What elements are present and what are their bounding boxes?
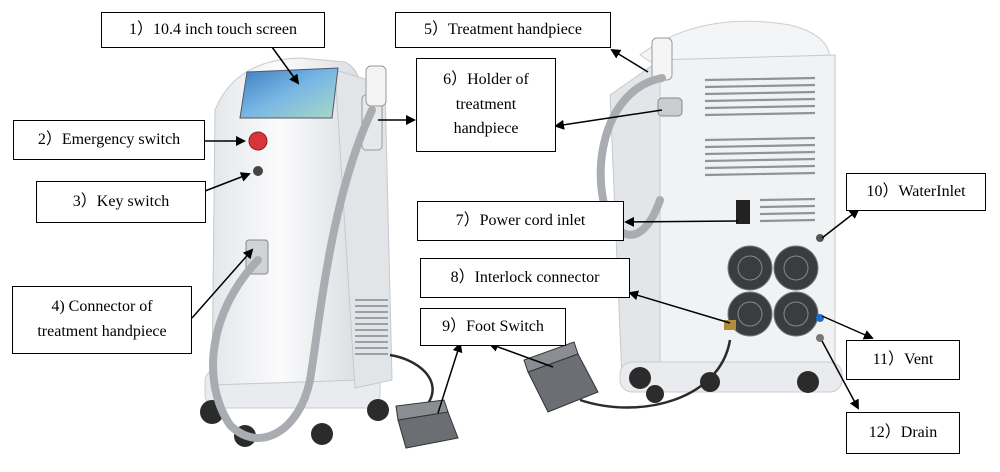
callout-interlock-connector-text: 8）Interlock connector <box>450 268 600 286</box>
power-inlet <box>736 200 750 224</box>
front-foot-pedal <box>395 399 459 449</box>
callout-connector-line2: treatment handpiece <box>37 323 167 340</box>
leader-power-cord <box>624 216 739 227</box>
leader-connector <box>191 248 254 319</box>
callout-key-switch-text: 3）Key switch <box>72 192 170 210</box>
back-fans <box>727 245 819 337</box>
callout-holder-line3: handpiece <box>453 120 519 138</box>
callout-water-inlet: 10）WaterInlet <box>846 173 986 211</box>
back-wheel-1 <box>629 367 651 389</box>
back-upper-grille <box>704 76 816 223</box>
callout-holder-line1: 6）Holder of <box>443 70 529 88</box>
back-machine <box>523 20 843 413</box>
callout-interlock-connector: 8）Interlock connector <box>420 258 630 298</box>
water-inlet-port <box>816 234 824 242</box>
callout-touch-screen: 1）10.4 inch touch screen <box>101 12 325 48</box>
key-switch-knob <box>253 166 263 176</box>
emergency-button <box>248 131 268 151</box>
leader-vent <box>821 315 874 340</box>
callout-connector-line1: 4) Connector of <box>51 298 153 316</box>
leader-lines <box>191 46 874 414</box>
callout-power-cord-inlet-text: 7）Power cord inlet <box>455 211 586 229</box>
back-handpiece <box>651 37 673 81</box>
leader-drain <box>821 340 859 410</box>
leader-foot-switch-back <box>488 342 554 368</box>
front-grille <box>355 299 388 355</box>
callout-treatment-handpiece: 5）Treatment handpiece <box>395 12 611 48</box>
callout-key-switch: 3）Key switch <box>36 181 206 223</box>
callout-drain-text: 12）Drain <box>868 423 938 441</box>
callout-emergency-switch-text: 2）Emergency switch <box>37 130 181 148</box>
back-wheel-3 <box>797 371 819 393</box>
vent-port <box>816 314 824 322</box>
callout-treatment-handpiece-text: 5）Treatment handpiece <box>423 20 583 38</box>
front-handpiece-cable <box>209 106 376 442</box>
front-wheel-right <box>367 399 389 421</box>
foot-switch-cable-back <box>579 339 732 409</box>
callout-emergency-switch: 2）Emergency switch <box>13 120 205 160</box>
callout-foot-switch-text: 9）Foot Switch <box>442 317 544 335</box>
callout-vent-text: 11）Vent <box>872 350 934 368</box>
leader-treatment-handpiece <box>610 48 649 73</box>
leader-touch-screen <box>271 46 300 85</box>
callout-vent: 11）Vent <box>846 340 960 380</box>
front-machine <box>200 57 459 449</box>
back-wheel-2 <box>700 372 720 392</box>
callout-water-inlet-text: 10）WaterInlet <box>866 182 966 200</box>
front-handpiece <box>365 65 387 107</box>
leader-foot-switch-front <box>437 342 463 414</box>
back-foot-pedal <box>523 341 599 413</box>
callout-touch-screen-text: 1）10.4 inch touch screen <box>129 20 297 38</box>
callout-drain: 12）Drain <box>846 412 960 454</box>
callout-power-cord-inlet: 7）Power cord inlet <box>417 201 624 241</box>
callout-foot-switch: 9）Foot Switch <box>420 308 566 346</box>
drain-port <box>816 334 824 342</box>
leader-holder-right <box>554 109 663 130</box>
back-wheel-4 <box>646 385 664 403</box>
callout-holder-line2: treatment <box>455 95 517 113</box>
back-handpiece-holder <box>657 97 683 117</box>
callout-connector: 4) Connector of treatment handpiece <box>12 286 192 354</box>
touch-screen <box>239 67 339 119</box>
leader-interlock <box>628 290 731 324</box>
callout-holder: 6）Holder of treatment handpiece <box>416 58 556 152</box>
leader-key-switch <box>204 172 251 192</box>
leader-water-inlet <box>821 208 860 239</box>
front-wheel-back-right <box>311 423 333 445</box>
interlock-port <box>724 320 736 330</box>
